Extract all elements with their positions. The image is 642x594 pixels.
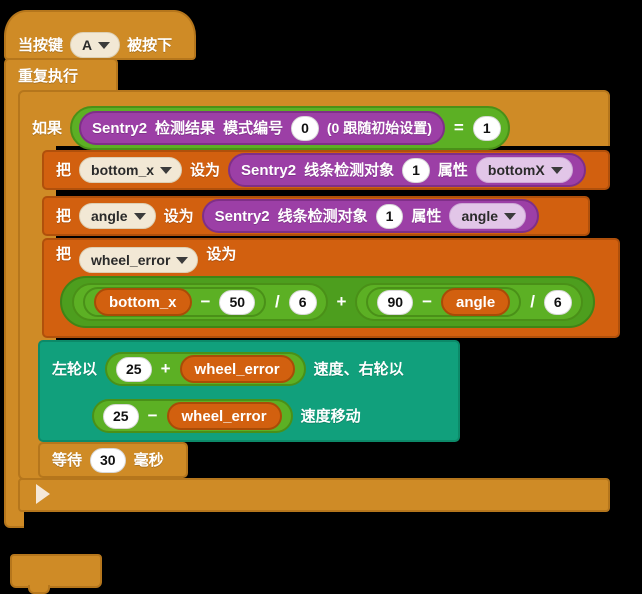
chevron-down-icon (504, 212, 517, 220)
set-suffix-label-3: 设为 (206, 246, 237, 263)
variable-reporter-wheel-error-2[interactable]: wheel_error (166, 402, 282, 430)
wait-prefix-label: 等待 (52, 451, 83, 469)
variable-reporter-bottom-x[interactable]: bottom_x (94, 288, 192, 316)
attribute-label: 属性 (437, 161, 468, 179)
wait-duration-input[interactable]: 30 (90, 447, 126, 473)
variable-reporter-angle[interactable]: angle (441, 288, 511, 316)
divide-operator-block-left[interactable]: bottom_x − 50 / 6 (72, 283, 328, 321)
minus-symbol-right-speed: − (147, 406, 158, 425)
subtract-right-input-left[interactable]: 50 (219, 289, 256, 315)
motion-drive-wheels-block[interactable]: 左轮以 25 + wheel_error 速度、右轮以 25 − wheel_e… (38, 340, 460, 442)
hat-row: 当按键 A 被按下 (18, 32, 172, 58)
divisor-input-left[interactable]: 6 (288, 289, 317, 315)
wait-unit-label: 毫秒 (133, 451, 164, 469)
line-object-index-input-1[interactable]: 1 (402, 157, 430, 183)
mode-number-input[interactable]: 0 (291, 115, 319, 141)
equals-operator-block[interactable]: Sentry2 检测结果 模式编号 0 (0 跟随初始设置) = 1 (70, 106, 510, 150)
hat-suffix-label: 被按下 (127, 36, 173, 54)
chevron-down-icon (98, 41, 111, 49)
mode-hint-label: (0 跟随初始设置) (326, 120, 432, 136)
control-wait-block[interactable]: 等待 30 毫秒 (38, 442, 188, 478)
set-prefix-label-2: 把 (56, 207, 72, 225)
divisor-input-right[interactable]: 6 (543, 289, 572, 315)
plus-symbol: + (336, 292, 347, 311)
subtract-operator-block-right[interactable]: 90 − angle (366, 287, 522, 317)
sentry2-line-attribute-reporter-1[interactable]: Sentry2 线条检测对象 1 属性 bottomX (228, 153, 586, 187)
set-prefix-label-1: 把 (56, 161, 72, 179)
variable-dropdown-value-1: bottom_x (91, 162, 155, 178)
attribute-label: 属性 (411, 207, 442, 225)
sentry2-label: Sentry2 (214, 207, 270, 225)
chevron-down-icon (550, 166, 563, 174)
hat-prefix-label: 当按键 (18, 36, 64, 54)
divide-operator-block-right[interactable]: 90 − angle / 6 (355, 283, 583, 321)
motion-row-left-wheel: 左轮以 25 + wheel_error 速度、右轮以 (52, 352, 404, 386)
set-variable-bottom-x-block[interactable]: 把 bottom_x 设为 Sentry2 线条检测对象 1 属性 bottom… (42, 150, 610, 190)
variable-dropdown-wheel-error[interactable]: wheel_error (79, 247, 199, 273)
if-label: 如果 (32, 119, 63, 137)
sentry2-mode-reporter[interactable]: Sentry2 检测结果 模式编号 0 (0 跟随初始设置) (79, 111, 445, 145)
if-header: 如果 Sentry2 检测结果 模式编号 0 (0 跟随初始设置) = 1 (32, 106, 510, 150)
chevron-down-icon (160, 166, 173, 174)
left-speed-base-input[interactable]: 25 (116, 356, 152, 382)
set-prefix-label-3: 把 (56, 246, 72, 263)
sentry2-line-attribute-reporter-2[interactable]: Sentry2 线条检测对象 1 属性 angle (201, 199, 540, 233)
attribute-dropdown-value-2: angle (461, 208, 499, 224)
line-object-label: 线条检测对象 (304, 161, 395, 179)
left-wheel-label: 左轮以 (52, 360, 98, 378)
minus-symbol-left: − (200, 292, 211, 311)
addition-operator-block[interactable]: bottom_x − 50 / 6 + 90 − angle / 6 (60, 276, 595, 328)
variable-reporter-wheel-error-1[interactable]: wheel_error (179, 355, 295, 383)
variable-dropdown-value-2: angle (91, 208, 128, 224)
subtract-left-input-right[interactable]: 90 (377, 289, 414, 315)
set-variable-angle-block[interactable]: 把 angle 设为 Sentry2 线条检测对象 1 属性 angle (42, 196, 590, 236)
subtract-operator-right-speed[interactable]: 25 − wheel_error (92, 399, 293, 433)
attribute-dropdown-value-1: bottomX (487, 162, 545, 178)
variable-dropdown-bottom-x[interactable]: bottom_x (79, 157, 183, 183)
chevron-down-icon (133, 212, 146, 220)
minus-symbol-right: − (422, 292, 432, 311)
mode-number-label: 模式编号 (223, 119, 284, 137)
event-when-key-pressed-block[interactable]: 当按键 A 被按下 (4, 10, 196, 60)
line-object-label: 线条检测对象 (277, 207, 368, 225)
sentry2-label: Sentry2 (241, 161, 297, 179)
block-workspace: 当按键 A 被按下 重复执行 如果 Sentry2 检测结果 模式编号 0 (4, 10, 620, 594)
if-bottom-arm (18, 478, 610, 512)
set-suffix-label-1: 设为 (190, 161, 221, 179)
divide-symbol-right: / (530, 292, 535, 311)
repeat-bottom-arm (10, 554, 102, 594)
expand-arrow-icon[interactable] (36, 484, 50, 504)
plus-symbol-left-speed: + (160, 359, 171, 378)
variable-dropdown-value-3: wheel_error (91, 252, 171, 268)
motion-row-right-wheel: 25 − wheel_error 速度移动 (92, 399, 361, 433)
equals-symbol: = (453, 118, 464, 137)
attribute-dropdown-1[interactable]: bottomX (475, 157, 573, 183)
equals-right-input[interactable]: 1 (472, 115, 501, 141)
key-dropdown[interactable]: A (70, 32, 121, 58)
set-suffix-label-2: 设为 (163, 207, 194, 225)
variable-dropdown-angle[interactable]: angle (79, 203, 156, 229)
right-speed-base-input[interactable]: 25 (103, 403, 139, 429)
repeat-label: 重复执行 (18, 68, 79, 85)
divide-symbol-left: / (275, 292, 280, 311)
line-object-index-input-2[interactable]: 1 (375, 203, 404, 229)
sentry2-label: Sentry2 (92, 119, 148, 137)
attribute-dropdown-2[interactable]: angle (449, 203, 527, 229)
key-dropdown-value: A (82, 37, 93, 53)
move-speed-label: 速度移动 (300, 407, 361, 425)
subtract-operator-block-left[interactable]: bottom_x − 50 (83, 287, 267, 317)
right-wheel-label: 速度、右轮以 (313, 360, 404, 378)
addition-operator-left-speed[interactable]: 25 + wheel_error (105, 352, 306, 386)
detect-result-label: 检测结果 (155, 119, 216, 137)
chevron-down-icon (176, 256, 189, 264)
